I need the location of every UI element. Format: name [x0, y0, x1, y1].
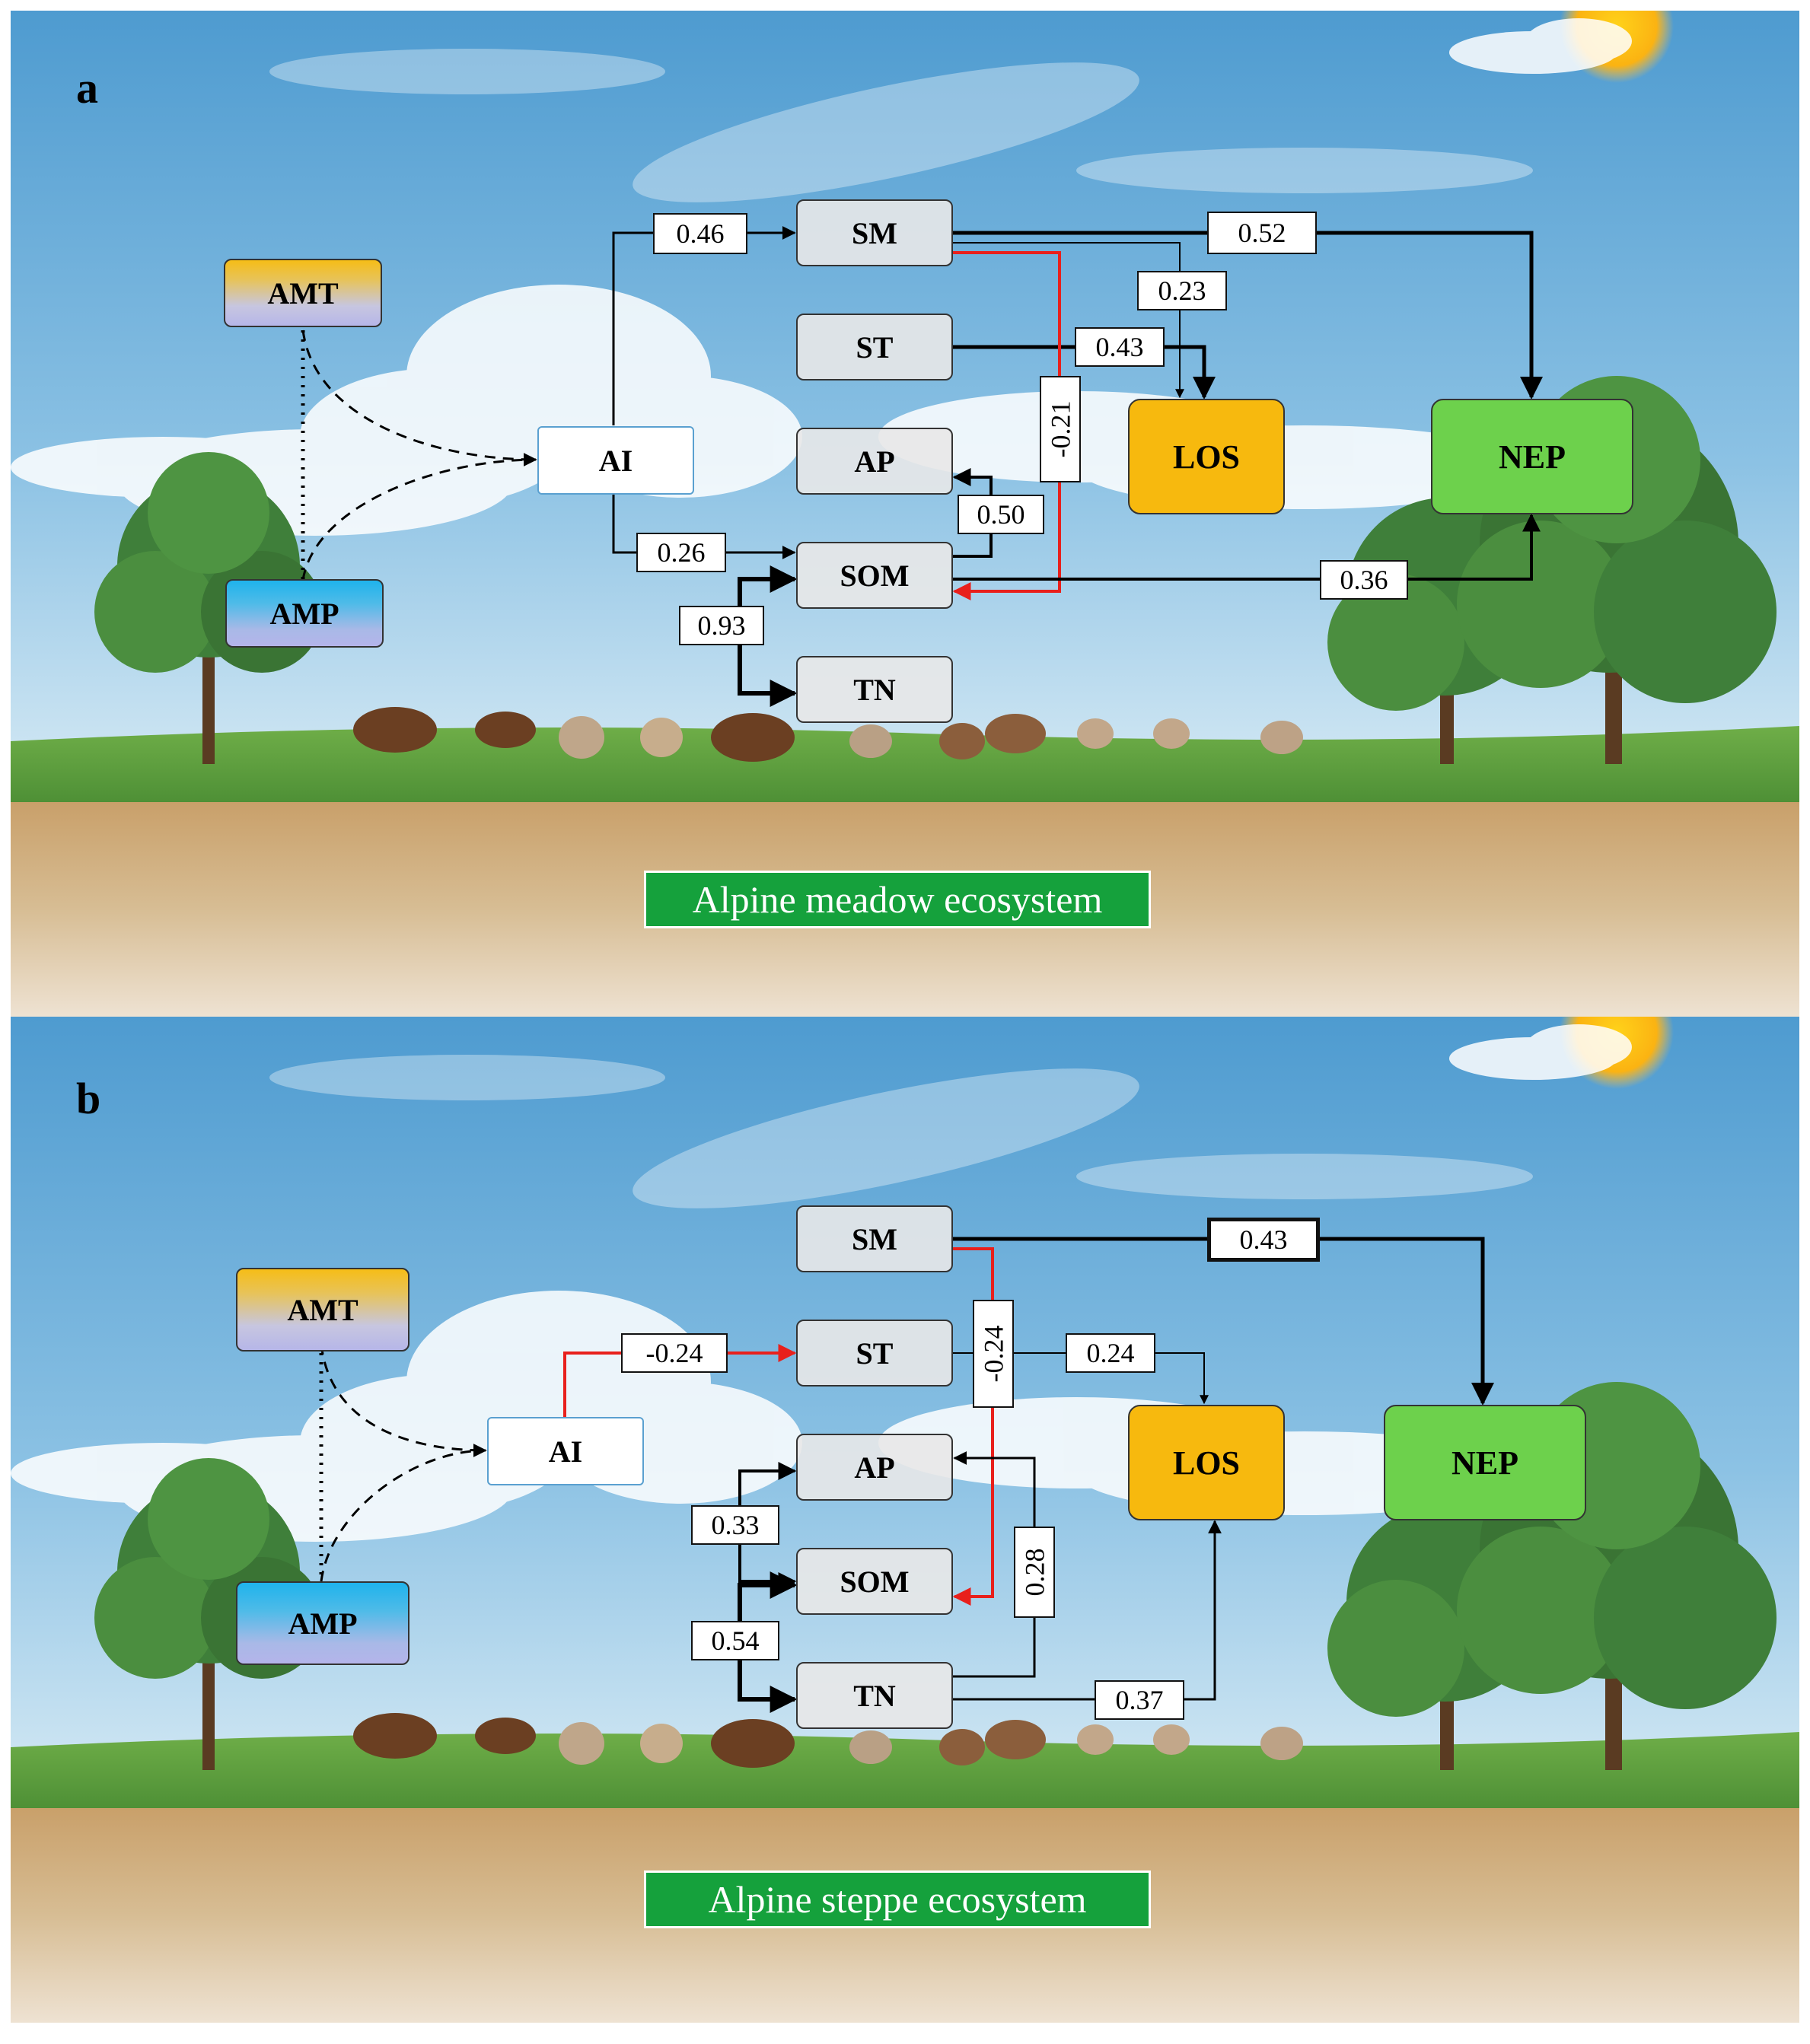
coef-st-los: 0.43 — [1075, 327, 1165, 367]
node-sm: SM — [796, 1205, 953, 1272]
coef-som-tn: 0.93 — [679, 606, 764, 645]
coef-som-tn: 0.54 — [691, 1621, 779, 1660]
node-som: SOM — [796, 542, 953, 609]
coef-som-nep: 0.36 — [1320, 560, 1408, 600]
node-amp: AMP — [236, 1581, 409, 1665]
node-los: LOS — [1128, 399, 1285, 514]
coef-sm-som: -0.21 — [1040, 376, 1081, 482]
coef-sm-nep: 0.43 — [1207, 1218, 1320, 1262]
coef-tn-los: 0.37 — [1095, 1680, 1184, 1720]
node-amt: AMT — [236, 1268, 409, 1352]
node-tn: TN — [796, 1662, 953, 1729]
coef-tn-ap: 0.28 — [1014, 1527, 1055, 1618]
panel-b: b AMT AMP AI SM ST AP SOM TN LOS NEP 0.4… — [11, 1017, 1799, 2023]
coef-sm-los: 0.23 — [1137, 271, 1227, 310]
node-st: ST — [796, 1320, 953, 1387]
node-sm: SM — [796, 199, 953, 266]
path-arrows — [301, 226, 1543, 707]
ecosystem-label: Alpine meadow ecosystem — [644, 871, 1151, 928]
node-amt: AMT — [224, 259, 382, 327]
node-amp: AMP — [225, 579, 384, 648]
coef-sm-som: -0.24 — [973, 1300, 1014, 1408]
node-ai: AI — [487, 1417, 644, 1485]
node-los: LOS — [1128, 1405, 1285, 1520]
livestock-icon — [353, 1713, 1303, 1768]
node-ap: AP — [796, 1434, 953, 1501]
panel-label: b — [76, 1074, 101, 1123]
node-som: SOM — [796, 1548, 953, 1615]
coef-ai-som: 0.26 — [636, 533, 726, 572]
livestock-icon — [353, 707, 1303, 762]
panel-a: a AMT AMP AI SM ST AP SOM TN LOS NEP 0.4… — [11, 11, 1799, 1017]
coef-som-ap: 0.33 — [691, 1505, 779, 1545]
coef-st-los: 0.24 — [1066, 1333, 1155, 1373]
panel-label: a — [76, 63, 98, 113]
coef-ai-st: -0.24 — [621, 1333, 728, 1373]
coef-ai-sm: 0.46 — [653, 213, 747, 254]
node-ap: AP — [796, 428, 953, 495]
ecosystem-label: Alpine steppe ecosystem — [644, 1870, 1151, 1928]
node-tn: TN — [796, 656, 953, 723]
node-nep: NEP — [1384, 1405, 1586, 1520]
tree-icon — [1327, 1382, 1777, 1770]
node-st: ST — [796, 314, 953, 380]
node-nep: NEP — [1431, 399, 1633, 514]
node-ai: AI — [537, 426, 694, 495]
coef-sm-nep: 0.52 — [1207, 212, 1317, 254]
tree-icon — [1327, 376, 1777, 764]
coef-som-ap: 0.50 — [958, 495, 1044, 534]
